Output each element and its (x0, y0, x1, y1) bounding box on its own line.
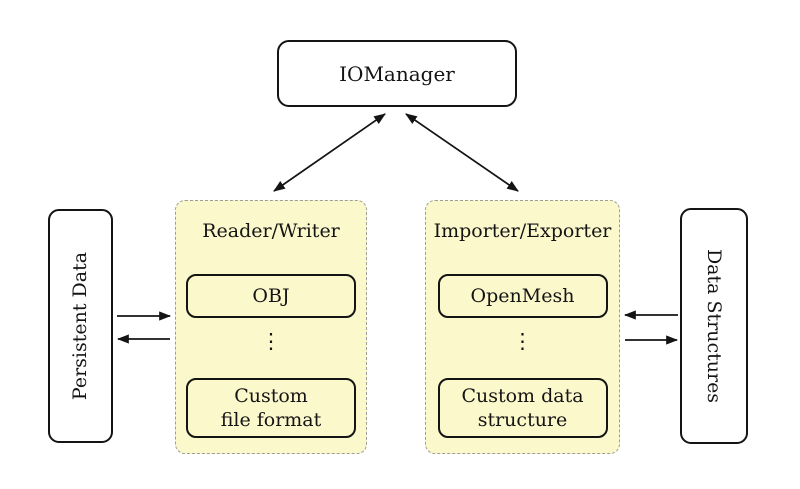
group-reader-writer: Reader/Writer OBJ ⋮ Custom file format (175, 200, 367, 454)
node-custom-file-format: Custom file format (186, 378, 356, 438)
group-reader-writer-title: Reader/Writer (202, 220, 340, 242)
ellipsis-reader-writer: ⋮ (260, 329, 282, 353)
node-openmesh: OpenMesh (437, 274, 608, 318)
node-obj-label: OBJ (252, 284, 290, 307)
node-custom-data-structure-line1: Custom data (461, 384, 584, 407)
group-importer-exporter-title: Importer/Exporter (433, 220, 612, 242)
node-custom-data-structure: Custom data structure (437, 378, 608, 438)
node-obj: OBJ (186, 274, 356, 318)
arrow-iomanager-importer-exporter (405, 113, 519, 192)
node-custom-file-format-line1: Custom (234, 384, 308, 407)
node-custom-data-structure-line2: structure (477, 409, 568, 431)
node-iomanager-label: IOManager (339, 61, 455, 86)
node-persistent-data-label: Persistent Data (69, 251, 92, 401)
group-importer-exporter: Importer/Exporter OpenMesh ⋮ Custom data… (425, 200, 620, 454)
node-persistent-data: Persistent Data (48, 209, 113, 443)
ellipsis-importer-exporter: ⋮ (512, 329, 533, 353)
node-data-structures: Data Structures (680, 208, 748, 444)
node-custom-file-format-line2: file format (220, 409, 322, 431)
node-iomanager: IOManager (277, 40, 517, 107)
node-data-structures-label: Data Structures (703, 248, 725, 404)
node-openmesh-label: OpenMesh (470, 284, 575, 307)
arrow-iomanager-reader-writer (273, 113, 386, 192)
